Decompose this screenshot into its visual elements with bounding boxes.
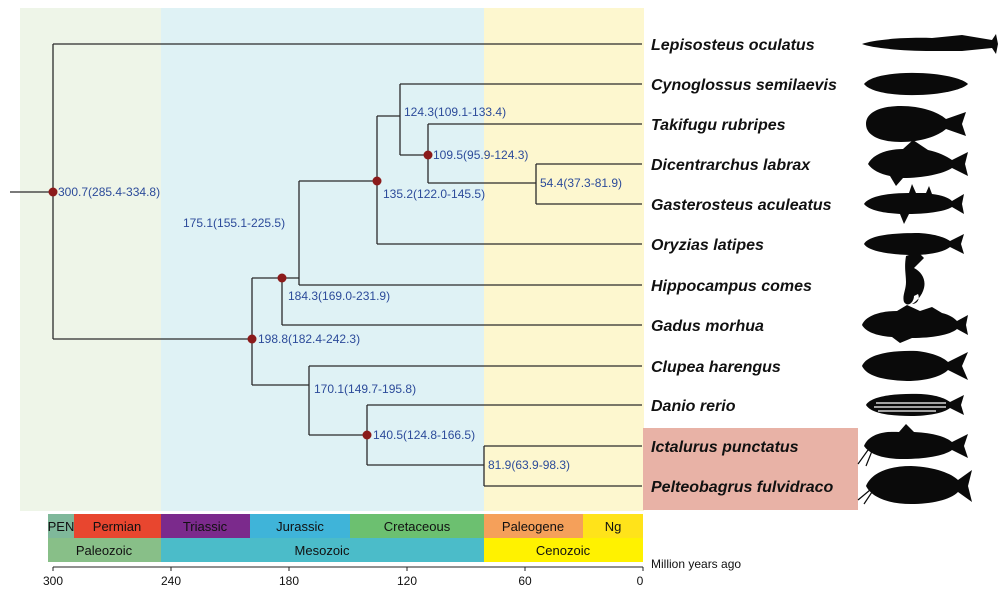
node-dot-puffer-group [423,150,433,160]
species-labels: Lepisosteus oculatus Cynoglossus semilae… [651,37,837,496]
period-cell-pen [48,514,74,538]
period-label-paleogene: Paleogene [502,519,564,534]
node-dot-otophysi [362,430,372,440]
species-name: Danio rerio [651,398,736,415]
axis-tick-label: 300 [43,574,63,588]
node-label-euteleost: 184.3(169.0-231.9) [288,289,390,303]
node-label-otophysi: 140.5(124.8-166.5) [373,428,475,442]
fish-silhouettes [857,34,998,505]
axis-tick-label: 120 [397,574,417,588]
period-cell-triassic [161,514,250,538]
axis-title: Million years ago [651,557,741,571]
paleozoic-background [20,8,161,511]
node-dot-euteleost [277,273,287,283]
era-bar: Paleozoic Mesozoic Cenozoic [48,538,643,562]
node-label-puffer-group: 109.5(95.9-124.3) [433,148,528,162]
node-label-ovalentaria: 135.2(122.0-145.5) [383,187,485,201]
species-name: Takifugu rubripes [651,117,786,134]
species-name: Pelteobagrus fulvidraco [651,479,833,496]
node-label-sole-group: 124.3(109.1-133.4) [404,105,506,119]
period-cell-jurassic [250,514,350,538]
period-label-cretaceous: Cretaceous [384,519,451,534]
mesozoic-background [161,8,484,511]
period-label-permian: Permian [93,519,141,534]
node-labels: 300.7(285.4-334.8) 198.8(182.4-242.3) 18… [58,105,622,472]
species-name: Oryzias latipes [651,237,764,254]
yellow-catfish-silhouette-icon [857,466,972,505]
era-cell-mesozoic [161,538,484,562]
seahorse-silhouette-icon [903,252,925,305]
node-dot-ovalentaria [372,176,382,186]
node-label-root: 300.7(285.4-334.8) [58,185,160,199]
medaka-silhouette-icon [864,233,964,255]
period-bar: PEN Permian Triassic Jurassic Cretaceous… [48,514,643,538]
period-cell-paleogene [484,514,583,538]
era-cell-paleozoic [48,538,161,562]
period-label-jurassic: Jurassic [276,519,324,534]
branches [10,43,642,487]
axis-tick-label: 60 [518,574,532,588]
catfish-highlight [643,428,858,510]
period-label-triassic: Triassic [183,519,228,534]
cenozoic-background [484,8,644,511]
time-axis: 300 240 180 120 60 0 Million years ago [43,557,741,588]
stickleback-silhouette-icon [864,184,964,224]
period-cell-neogene [583,514,643,538]
node-label-otomorph: 170.1(149.7-195.8) [314,382,416,396]
node-label-teleostei: 198.8(182.4-242.3) [258,332,360,346]
period-cell-cretaceous [350,514,484,538]
species-name: Gasterosteus aculeatus [651,197,832,214]
species-name: Dicentrarchus labrax [651,157,811,174]
axis-tick-label: 180 [279,574,299,588]
gar-silhouette-icon [862,34,998,54]
species-name: Hippocampus comes [651,278,812,295]
node-label-catfish: 81.9(63.9-98.3) [488,458,570,472]
herring-silhouette-icon [862,350,968,381]
pufferfish-silhouette-icon [866,106,966,142]
node-label-percomorph: 175.1(155.1-225.5) [183,216,285,230]
axis-tick-label: 240 [161,574,181,588]
node-dot-root [48,187,58,197]
node-dots [48,150,433,440]
species-name: Cynoglossus semilaevis [651,77,837,94]
period-label-pen: PEN [48,519,75,534]
cod-silhouette-icon [862,305,968,343]
species-name: Ictalurus punctatus [651,439,799,456]
era-label-mesozoic: Mesozoic [295,543,350,558]
period-label-neogene: Ng [605,519,622,534]
era-cell-cenozoic [484,538,643,562]
period-cell-permian [74,514,161,538]
tongue-sole-silhouette-icon [864,72,968,96]
species-name: Gadus morhua [651,318,764,335]
node-label-bass-stickle: 54.4(37.3-81.9) [540,176,622,190]
node-dot-teleostei [247,334,257,344]
era-label-paleozoic: Paleozoic [76,543,133,558]
axis-tick-label: 0 [637,574,644,588]
species-name: Clupea harengus [651,359,781,376]
catfish-silhouette-icon [857,424,968,467]
era-label-cenozoic: Cenozoic [536,543,591,558]
sea-bass-silhouette-icon [868,140,968,186]
species-name: Lepisosteus oculatus [651,37,815,54]
zebrafish-silhouette-icon [866,393,964,416]
